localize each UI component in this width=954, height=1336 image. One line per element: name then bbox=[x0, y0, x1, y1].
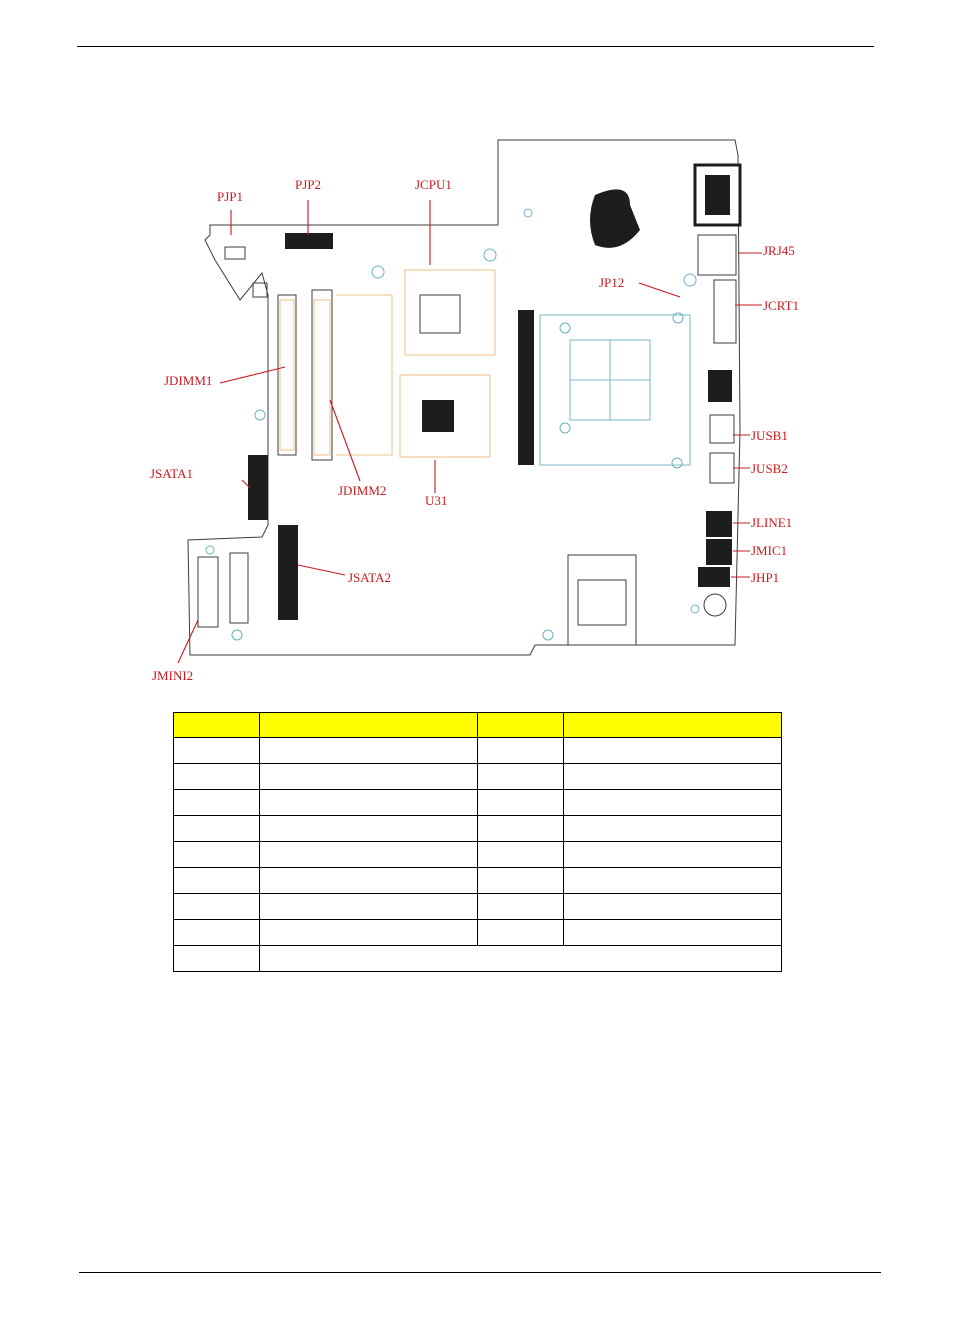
table-row bbox=[173, 867, 782, 894]
label-jp12: JP12 bbox=[599, 275, 624, 290]
table-cell bbox=[259, 737, 478, 764]
label-jsata1: JSATA1 bbox=[150, 466, 193, 481]
label-jline1: JLINE1 bbox=[751, 515, 792, 530]
pjp2-connector-shape bbox=[285, 233, 333, 249]
mini-pcie-slot bbox=[197, 556, 219, 628]
table-cell bbox=[563, 893, 782, 920]
dimm-socket-2 bbox=[311, 289, 333, 461]
label-pjp2: PJP2 bbox=[295, 177, 321, 192]
fan-vent bbox=[590, 189, 640, 248]
graphics-connector bbox=[518, 310, 534, 465]
table-cell bbox=[563, 737, 782, 764]
table-cell-merged bbox=[259, 945, 782, 972]
label-pjp1: PJP1 bbox=[217, 189, 243, 204]
table-row bbox=[173, 841, 782, 868]
table-cell bbox=[259, 893, 478, 920]
table-cell bbox=[173, 893, 260, 920]
table-cell bbox=[259, 815, 478, 842]
label-jcpu1: JCPU1 bbox=[415, 177, 452, 192]
header-cell bbox=[173, 712, 260, 738]
sata1-connector bbox=[248, 455, 268, 520]
motherboard-diagram: PJP1 PJP2 JCPU1 JRJ45 JP12 JCRT1 JDIMM1 … bbox=[150, 139, 799, 683]
table-cell bbox=[173, 815, 260, 842]
rj45-port-shape bbox=[697, 234, 737, 276]
table-cell bbox=[563, 815, 782, 842]
table-cell bbox=[259, 841, 478, 868]
table-cell bbox=[563, 841, 782, 868]
table-cell bbox=[477, 815, 564, 842]
table-cell bbox=[259, 763, 478, 790]
label-jdimm1: JDIMM1 bbox=[164, 373, 212, 388]
dimm-socket-1 bbox=[277, 294, 297, 456]
table-cell bbox=[477, 737, 564, 764]
component-table bbox=[173, 712, 782, 972]
hp-jack-shape bbox=[698, 567, 730, 587]
table-cell bbox=[173, 789, 260, 816]
table-cell bbox=[477, 893, 564, 920]
header-cell bbox=[563, 712, 782, 738]
line-jack-shape bbox=[706, 511, 732, 537]
table-row bbox=[173, 789, 782, 816]
table-row bbox=[173, 763, 782, 790]
label-u31: U31 bbox=[425, 493, 447, 508]
table-cell bbox=[173, 737, 260, 764]
label-jmic1: JMIC1 bbox=[751, 543, 787, 558]
table-cell bbox=[259, 867, 478, 894]
table-cell bbox=[563, 789, 782, 816]
mic-jack-shape bbox=[706, 539, 732, 565]
table-cell bbox=[563, 867, 782, 894]
table-cell bbox=[477, 763, 564, 790]
table-row bbox=[173, 919, 782, 946]
card-reader bbox=[567, 554, 637, 646]
cpu-socket bbox=[404, 269, 496, 356]
table-cell bbox=[173, 763, 260, 790]
table-cell bbox=[563, 763, 782, 790]
label-jhp1: JHP1 bbox=[751, 570, 779, 585]
usb1-port-shape bbox=[709, 414, 735, 444]
table-row bbox=[173, 737, 782, 764]
table-cell bbox=[477, 841, 564, 868]
header-cell bbox=[259, 712, 478, 738]
label-jsata2: JSATA2 bbox=[348, 570, 391, 585]
label-jcrt1: JCRT1 bbox=[763, 298, 799, 313]
label-jrj45: JRJ45 bbox=[763, 243, 795, 258]
table-cell bbox=[173, 841, 260, 868]
table-row bbox=[173, 893, 782, 920]
table-cell bbox=[477, 919, 564, 946]
label-jusb1: JUSB1 bbox=[751, 428, 788, 443]
label-jdimm2: JDIMM2 bbox=[338, 483, 386, 498]
header-cell bbox=[477, 712, 564, 738]
table-row-last bbox=[173, 945, 782, 972]
pjp1-connector-shape bbox=[224, 246, 246, 260]
table-cell bbox=[173, 945, 260, 972]
table-cell bbox=[477, 867, 564, 894]
footer-rule bbox=[79, 1272, 881, 1273]
table-cell bbox=[477, 789, 564, 816]
label-jusb2: JUSB2 bbox=[751, 461, 788, 476]
table-cell bbox=[173, 867, 260, 894]
header-rule bbox=[77, 46, 874, 47]
table-cell bbox=[259, 789, 478, 816]
usb2-port-shape bbox=[709, 452, 735, 484]
table-cell bbox=[259, 919, 478, 946]
label-jmini2: JMINI2 bbox=[152, 668, 193, 683]
sata2-connector bbox=[278, 525, 298, 620]
u31-chip bbox=[422, 400, 454, 432]
u31-zone bbox=[399, 374, 491, 458]
table-header-row bbox=[173, 712, 782, 738]
table-row bbox=[173, 815, 782, 842]
table-cell bbox=[563, 919, 782, 946]
table-cell bbox=[173, 919, 260, 946]
board-outline bbox=[187, 139, 741, 656]
